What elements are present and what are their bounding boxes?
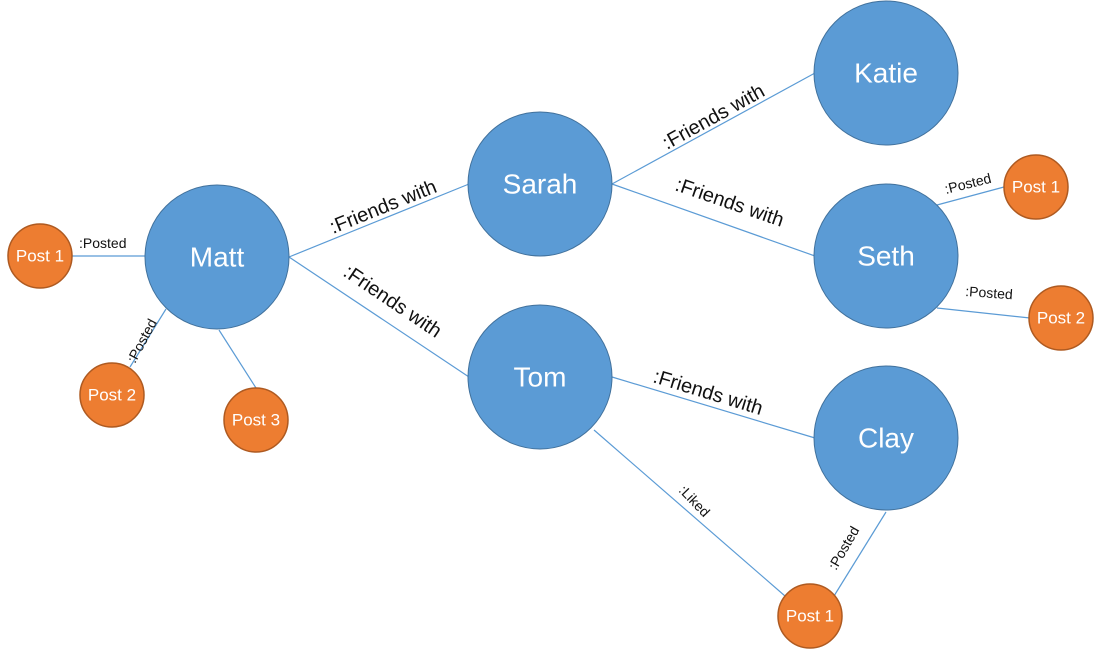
node-seth[interactable]: Seth	[813, 183, 959, 329]
post-nodes: Post 1 Post 2 Post 3 Post 1 Post 2 Post …	[7, 154, 1094, 649]
node-label-katie: Katie	[854, 58, 918, 89]
edge-matt-post3	[218, 329, 257, 389]
edge-tom-liked-post1	[593, 429, 786, 597]
rel-label-clay-post1: :Posted	[825, 523, 863, 572]
rel-label-seth-post1: :Posted	[943, 170, 993, 197]
rel-label-tom-liked-post1: :Liked	[676, 482, 713, 520]
node-label-seth-post2: Post 2	[1037, 309, 1085, 328]
node-label-tom: Tom	[514, 362, 567, 393]
node-seth-post2[interactable]: Post 2	[1028, 285, 1094, 351]
rel-label-matt-post2: :Posted	[124, 316, 160, 365]
edge-matt-tom	[288, 256, 470, 378]
person-nodes: Matt Sarah Tom Katie Seth Clay	[144, 0, 959, 511]
node-label-matt-post2: Post 2	[88, 386, 136, 405]
node-label-matt-post3: Post 3	[232, 411, 280, 430]
edge-tom-clay	[611, 376, 816, 439]
edge-matt-post2	[129, 308, 167, 368]
rel-label-matt-sarah: :Friends with	[327, 176, 440, 239]
edge-seth-post2	[936, 307, 1031, 319]
node-sarah[interactable]: Sarah	[467, 111, 613, 257]
node-matt-post2[interactable]: Post 2	[79, 362, 145, 428]
node-tom[interactable]: Tom	[467, 304, 613, 450]
edge-seth-post1	[936, 186, 1005, 206]
node-clay[interactable]: Clay	[813, 365, 959, 511]
rel-label-seth-post2: :Posted	[965, 283, 1013, 302]
node-katie[interactable]: Katie	[813, 0, 959, 146]
node-matt[interactable]: Matt	[144, 184, 290, 330]
node-seth-post1[interactable]: Post 1	[1003, 154, 1069, 220]
edges	[72, 72, 1031, 597]
edge-sarah-seth	[611, 183, 816, 257]
rel-label-matt-post1: :Posted	[79, 235, 126, 251]
rel-label-sarah-seth: :Friends with	[672, 174, 786, 232]
node-label-seth-post1: Post 1	[1012, 178, 1060, 197]
edge-matt-sarah	[288, 183, 470, 258]
node-matt-post1[interactable]: Post 1	[7, 223, 73, 289]
node-matt-post3[interactable]: Post 3	[223, 387, 289, 453]
node-label-seth: Seth	[857, 241, 915, 272]
rel-label-tom-clay: :Friends with	[651, 366, 766, 420]
node-label-clay: Clay	[858, 423, 914, 454]
rel-label-sarah-katie: :Friends with	[659, 80, 769, 154]
node-label-matt: Matt	[190, 242, 245, 273]
node-clay-post1[interactable]: Post 1	[777, 583, 843, 649]
node-label-clay-post1: Post 1	[786, 607, 834, 626]
edge-sarah-katie	[611, 72, 816, 185]
node-label-sarah: Sarah	[503, 169, 578, 200]
edge-clay-post1	[833, 511, 887, 597]
node-label-matt-post1: Post 1	[16, 247, 64, 266]
